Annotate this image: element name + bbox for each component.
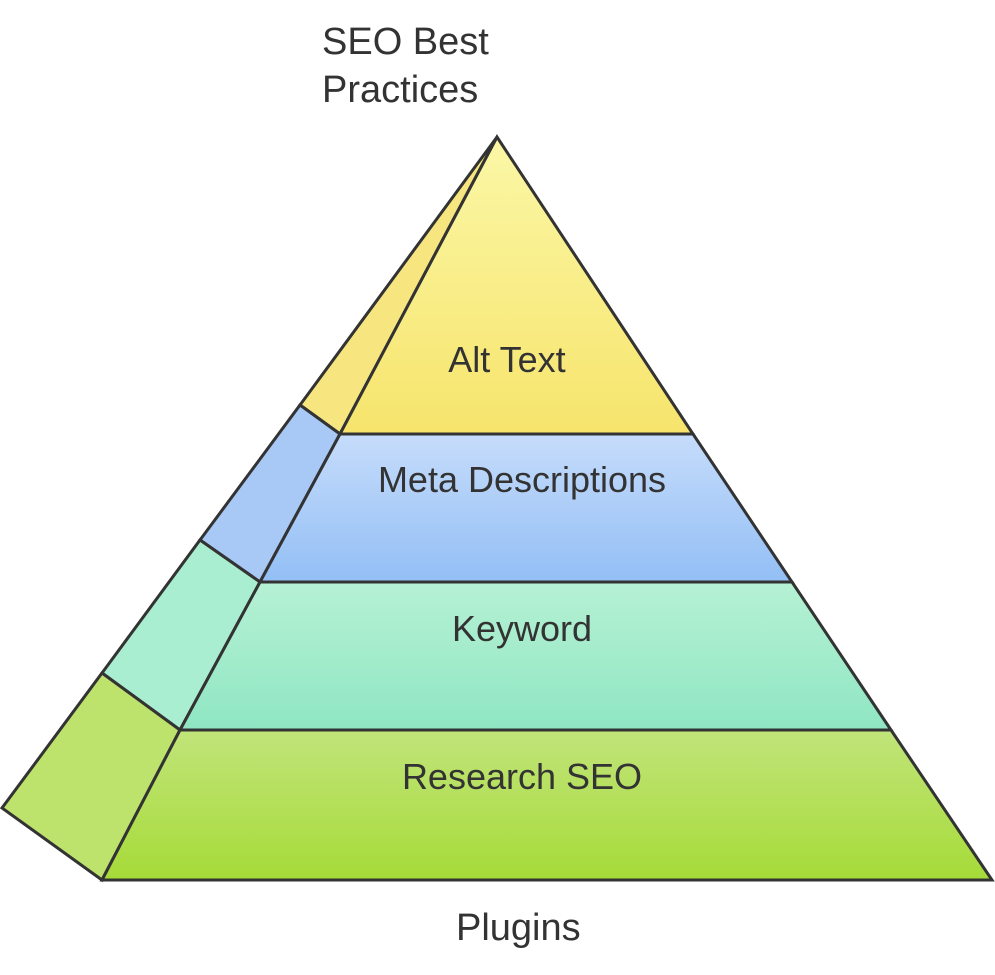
layer-research-seo-front — [99, 728, 995, 882]
diagram-footer: Plugins — [456, 907, 581, 949]
layer-meta-descriptions-front — [257, 432, 795, 584]
layer-alt-text-label: Alt Text — [448, 339, 565, 380]
layer-keyword-front — [177, 580, 894, 732]
layer-research-seo-label: Research SEO — [402, 756, 642, 797]
layer-keyword-label: Keyword — [452, 608, 592, 649]
layer-meta-descriptions-label: Meta Descriptions — [378, 459, 666, 500]
diagram-title: SEO Best Practices — [322, 21, 489, 111]
